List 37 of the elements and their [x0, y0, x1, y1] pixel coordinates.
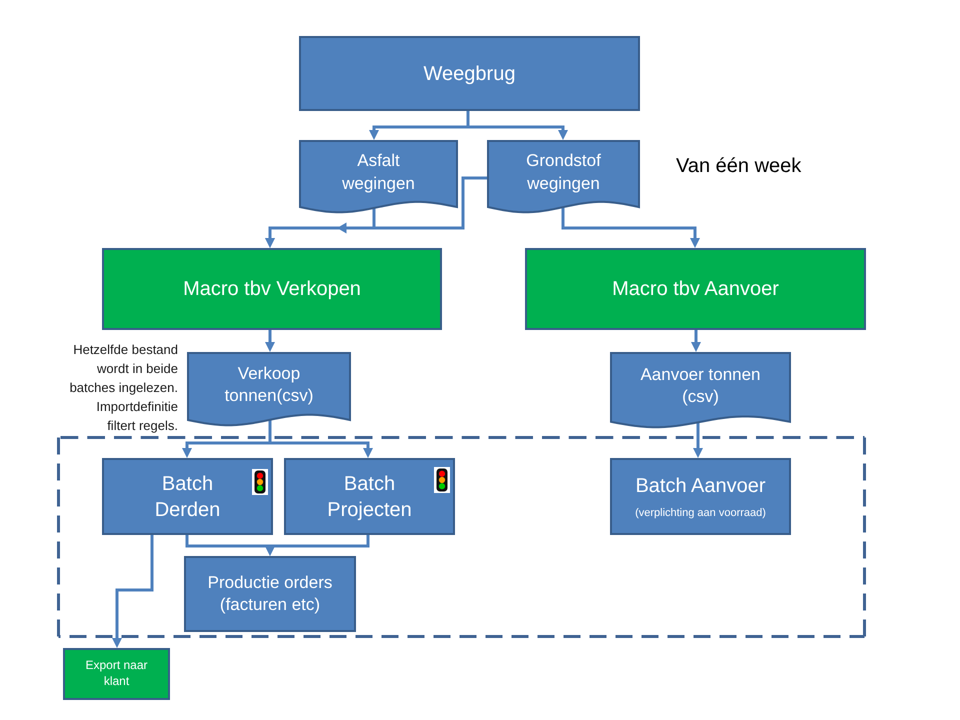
arrow: [466, 111, 568, 140]
node-label: Macro tbv Verkopen: [183, 277, 361, 302]
node-label: Asfalt wegingen: [341, 150, 416, 194]
document-shape: [187, 352, 351, 427]
node-label: Batch Derden: [154, 472, 222, 522]
arrow: [264, 330, 276, 352]
document-shape: [487, 140, 640, 214]
node-label: Aanvoer tonnen (csv): [639, 364, 762, 408]
annotation-text: Hetzelfde bestand wordt in beide batches ingelezen. Importdefinitie filtert regels.: [68, 340, 178, 434]
process-box: [63, 648, 170, 700]
process-box: [102, 248, 442, 330]
process-box: [102, 458, 273, 535]
arrow: [692, 422, 704, 458]
node-label: Export naar klant: [84, 658, 149, 690]
node-label: Batch Projecten: [326, 472, 413, 522]
node-label: Productie orders (facturen etc): [206, 572, 334, 616]
arrow: [112, 535, 154, 648]
note-text: Van één week: [676, 154, 802, 179]
process-box: [184, 556, 356, 632]
process-box: [299, 36, 640, 111]
node-label: Weegbrug: [424, 62, 516, 86]
node-label: Batch Aanvoer: [635, 474, 766, 499]
document-shape: [299, 140, 458, 214]
dashed-group-box: [57, 436, 866, 638]
node-label: Grondstof wegingen: [525, 150, 602, 194]
process-box: [610, 458, 791, 535]
arrow: [690, 330, 702, 352]
document-shape: [610, 352, 791, 429]
arrow: [264, 176, 487, 248]
arrow: [264, 535, 370, 556]
arrow: [562, 207, 700, 248]
arrow: [270, 442, 374, 458]
process-box: [525, 248, 866, 330]
node-caption: (verplichting aan voorraad): [635, 506, 766, 520]
node-label: Verkoop tonnen(csv): [224, 362, 314, 407]
process-box: [284, 458, 455, 535]
node-label: Macro tbv Aanvoer: [612, 277, 779, 302]
